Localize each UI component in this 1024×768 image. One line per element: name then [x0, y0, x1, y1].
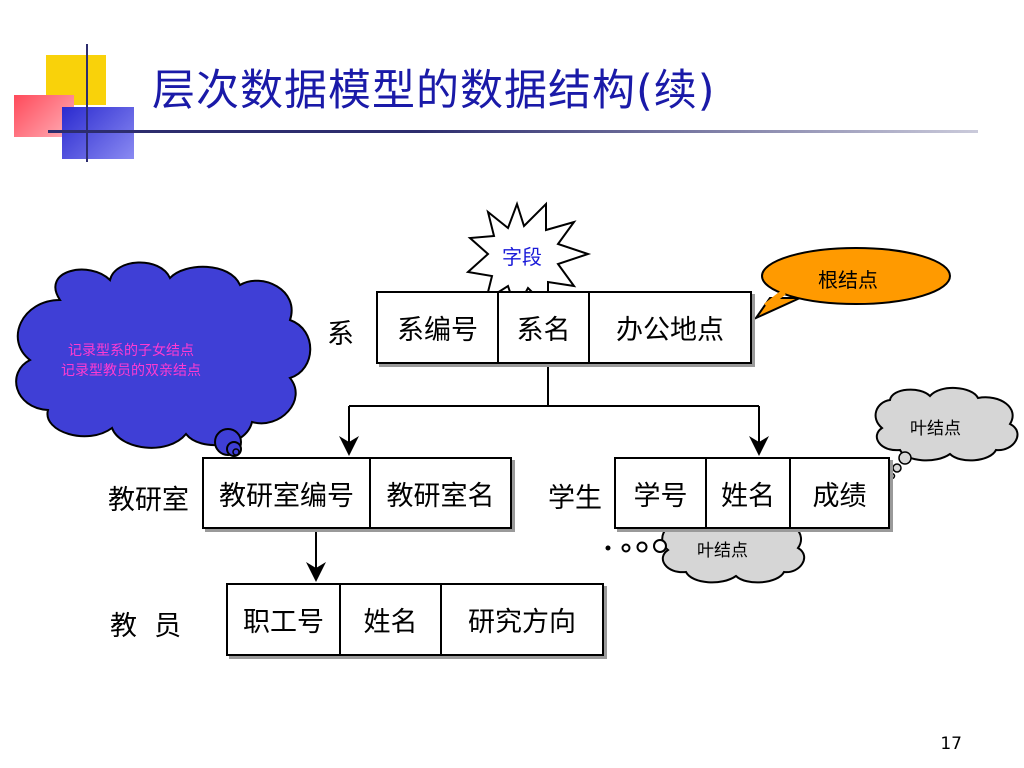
deco-blue-square [62, 107, 134, 159]
tree-edges [306, 363, 769, 582]
field-callout-text: 字段 [502, 245, 542, 269]
student-record: 学号 姓名 成绩 [614, 457, 890, 529]
teaching-office-record-label: 教研室 [108, 485, 189, 516]
cloud-shape [15, 261, 312, 457]
root-node-bubble-shape [753, 247, 951, 321]
deco-vertical-line [86, 44, 88, 162]
student-field-3: 成绩 [812, 480, 867, 512]
student-field-1: 学号 [616, 459, 707, 527]
teaching-office-field-1: 教研室编号 [204, 459, 371, 527]
cloud-callout-line-1: 记录型系的子女结点 [68, 343, 194, 359]
leaf-cloud-1-shape [874, 387, 1019, 480]
root-node-callout-text: 根结点 [818, 268, 878, 292]
department-field-3: 办公地点 [616, 315, 724, 346]
teacher-record-label: 教 员 [110, 611, 182, 642]
department-record: 系编号 系名 办公地点 [376, 291, 752, 364]
teacher-field-1: 职工号 [228, 585, 341, 654]
department-field-2: 系名 [499, 293, 590, 362]
teacher-field-3: 研究方向 [468, 607, 576, 638]
teaching-office-record: 教研室编号 教研室名 [202, 457, 512, 529]
department-record-label: 系 [327, 319, 354, 350]
title-rule [48, 130, 978, 133]
field-starburst-shape [465, 200, 592, 313]
leaf-node-callout-text-1: 叶结点 [910, 419, 961, 439]
student-record-label: 学生 [548, 483, 602, 514]
teaching-office-field-2: 教研室名 [386, 480, 495, 512]
leaf-node-callout-text-2: 叶结点 [697, 541, 748, 561]
department-field-1: 系编号 [378, 293, 499, 362]
page-title: 层次数据模型的数据结构(续) [152, 66, 716, 116]
page-number: 17 [940, 734, 962, 754]
teacher-field-2: 姓名 [341, 585, 442, 654]
teacher-record: 职工号 姓名 研究方向 [226, 583, 604, 656]
cloud-callout-line-2: 记录型教员的双亲结点 [61, 363, 201, 379]
student-field-2: 姓名 [707, 459, 791, 527]
